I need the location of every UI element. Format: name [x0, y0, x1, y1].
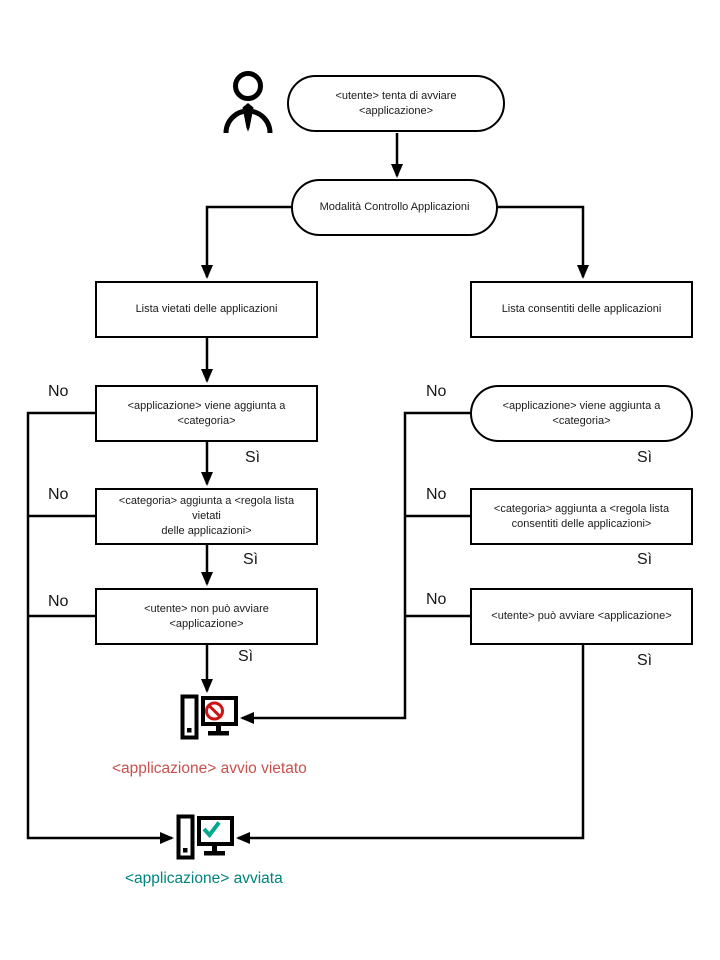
mode-node: Modalità Controllo Applicazioni [291, 179, 498, 236]
allowed-rule-label2: consentiti delle applicazioni> [511, 517, 652, 530]
banned-rule-node: <categoria> aggiunta a <regola lista vie… [95, 488, 318, 545]
yes-label: Sì [238, 648, 254, 665]
allowed-rule-label: <categoria> aggiunta a <regola lista [493, 502, 670, 515]
blocked-outcome-text: <applicazione> avvio vietato [112, 760, 307, 777]
person-icon [223, 71, 273, 134]
allowed-rule-node: <categoria> aggiunta a <regola lista con… [470, 488, 693, 545]
allowed-list-node: Lista consentiti delle applicazioni [470, 281, 693, 338]
start-node-label: <utente> tenta di avviare [335, 89, 457, 102]
banned-result-node: <utente> non può avviare <applicazione> [95, 588, 318, 645]
allowed-list-label: Lista consentiti delle applicazioni [501, 303, 662, 315]
no-label: No [48, 383, 69, 400]
yes-label: Sì [245, 449, 261, 466]
no-label: No [48, 486, 69, 503]
allowed-result-label: <utente> può avviare <applicazione> [491, 610, 672, 622]
start-node: <utente> tenta di avviare <applicazione> [287, 75, 505, 132]
no-label: No [426, 591, 447, 608]
mode-node-label: Modalità Controllo Applicazioni [319, 201, 470, 213]
banned-rule-label: <categoria> aggiunta a <regola lista vie… [118, 495, 295, 522]
allowed-category-node: <applicazione> viene aggiunta a <categor… [470, 385, 693, 442]
no-label: No [48, 593, 69, 610]
banned-list-node: Lista vietati delle applicazioni [95, 281, 318, 338]
allowed-category-label: <applicazione> viene aggiunta a [502, 399, 661, 412]
start-node-label2: <applicazione> [358, 104, 433, 117]
yes-label: Sì [243, 551, 259, 568]
yes-label: Sì [637, 551, 653, 568]
no-label: No [426, 486, 447, 503]
allowed-result-node: <utente> può avviare <applicazione> [470, 588, 693, 645]
computer-blocked-icon [180, 694, 238, 740]
banned-category-label2: <categoria> [177, 414, 236, 427]
banned-rule-label2: delle applicazioni> [161, 525, 252, 537]
banned-list-label: Lista vietati delle applicazioni [135, 303, 278, 315]
banned-category-node: <applicazione> viene aggiunta a <categor… [95, 385, 318, 442]
banned-category-label: <applicazione> viene aggiunta a [127, 399, 286, 412]
yes-label: Sì [637, 449, 653, 466]
no-entry-icon [205, 701, 224, 721]
yes-label: Sì [637, 652, 653, 669]
computer-check-icon [176, 814, 234, 860]
started-outcome-text: <applicazione> avviata [125, 870, 283, 887]
no-label: No [426, 383, 447, 400]
check-icon [202, 821, 221, 839]
banned-result-label: <utente> non può avviare <applicazione> [144, 602, 269, 630]
allowed-category-label2: <categoria> [552, 414, 611, 427]
